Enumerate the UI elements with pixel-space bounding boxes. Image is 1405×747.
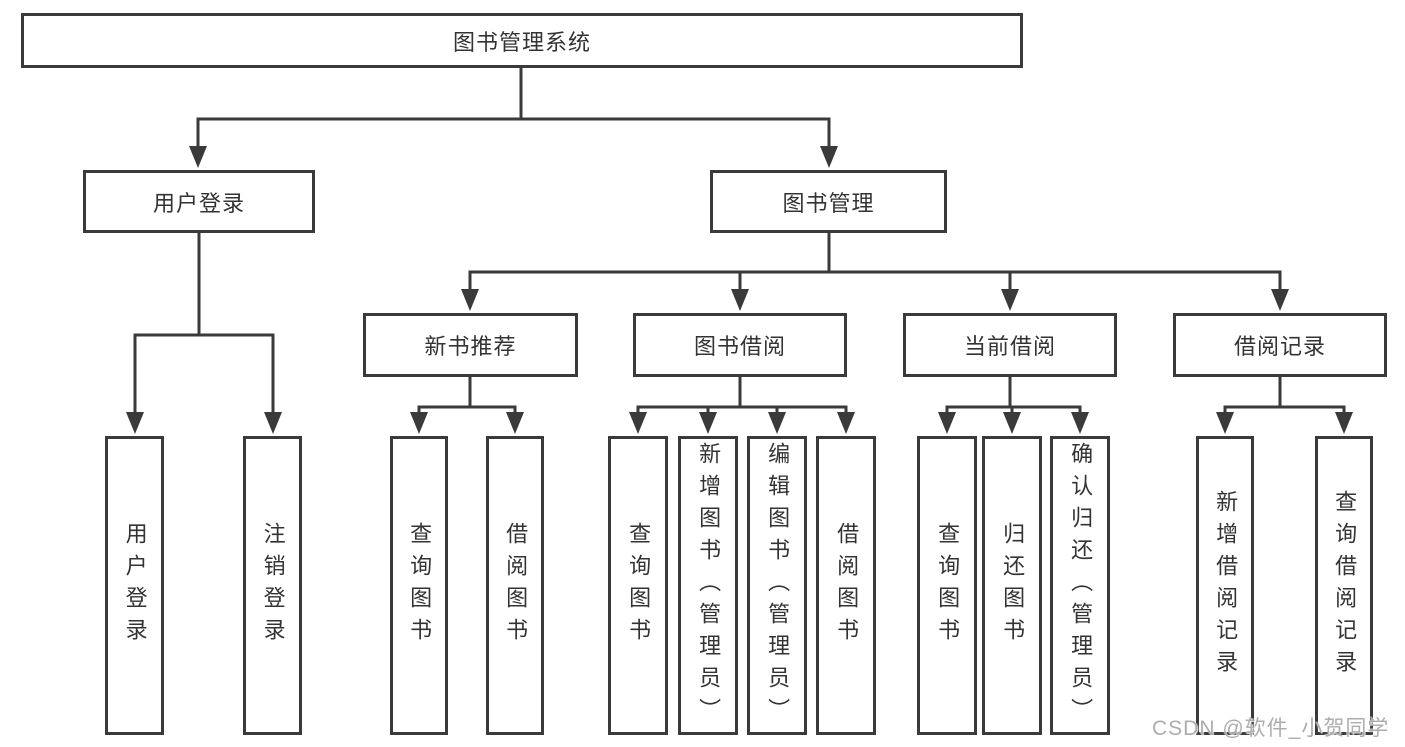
leaf-add-books-admin: 新增图书（管理员）	[678, 436, 738, 735]
node-book-borrowing: 图书借阅	[633, 313, 847, 377]
leaf-label: 用户登录	[122, 521, 148, 650]
node-current-borrowing: 当前借阅	[903, 313, 1117, 377]
leaf-label: 借阅图书	[503, 521, 529, 650]
node-new-book-recommendation: 新书推荐	[363, 313, 578, 377]
leaf-label: 查询图书	[935, 521, 961, 650]
leaf-borrow-books-recommend: 借阅图书	[486, 436, 544, 735]
leaf-return-books: 归还图书	[982, 436, 1042, 735]
leaf-label: 借阅图书	[834, 521, 860, 650]
node-label: 借阅记录	[1233, 334, 1326, 359]
leaf-label: 注销登录	[260, 521, 286, 650]
node-label: 图书借阅	[693, 334, 786, 359]
leaf-label: 新增借阅记录	[1213, 489, 1239, 682]
leaf-add-borrow-record: 新增借阅记录	[1196, 436, 1254, 735]
leaf-label: 编辑图书（管理员）	[765, 441, 791, 730]
leaf-label: 新增图书（管理员）	[696, 441, 722, 730]
leaf-confirm-return-admin: 确认归还（管理员）	[1050, 436, 1110, 735]
leaf-label: 查询借阅记录	[1332, 489, 1358, 682]
node-user-login: 用户登录	[83, 170, 315, 233]
node-library-management-system: 图书管理系统	[21, 13, 1023, 68]
leaf-label: 查询图书	[626, 521, 652, 650]
leaf-label: 确认归还（管理员）	[1068, 441, 1094, 730]
node-borrowing-records: 借阅记录	[1173, 313, 1387, 377]
node-label: 用户登录	[152, 190, 245, 216]
leaf-edit-books-admin: 编辑图书（管理员）	[747, 436, 807, 735]
node-label: 新书推荐	[424, 334, 517, 359]
node-label: 图书管理	[782, 190, 875, 216]
leaf-query-borrow-record: 查询借阅记录	[1315, 436, 1373, 735]
leaf-label: 归还图书	[1000, 521, 1026, 650]
leaf-query-books-borrow: 查询图书	[608, 436, 668, 735]
leaf-query-books-recommend: 查询图书	[390, 436, 448, 735]
csdn-watermark: CSDN @软件_小贺同学	[1152, 717, 1390, 740]
node-book-management: 图书管理	[710, 170, 947, 233]
node-label: 图书管理系统	[452, 29, 591, 55]
leaf-label: 查询图书	[407, 521, 433, 650]
leaf-query-books-current: 查询图书	[917, 436, 977, 735]
node-label: 当前借阅	[963, 334, 1056, 359]
leaf-user-login: 用户登录	[105, 436, 164, 735]
leaf-logout: 注销登录	[243, 436, 302, 735]
leaf-borrow-books: 借阅图书	[816, 436, 876, 735]
